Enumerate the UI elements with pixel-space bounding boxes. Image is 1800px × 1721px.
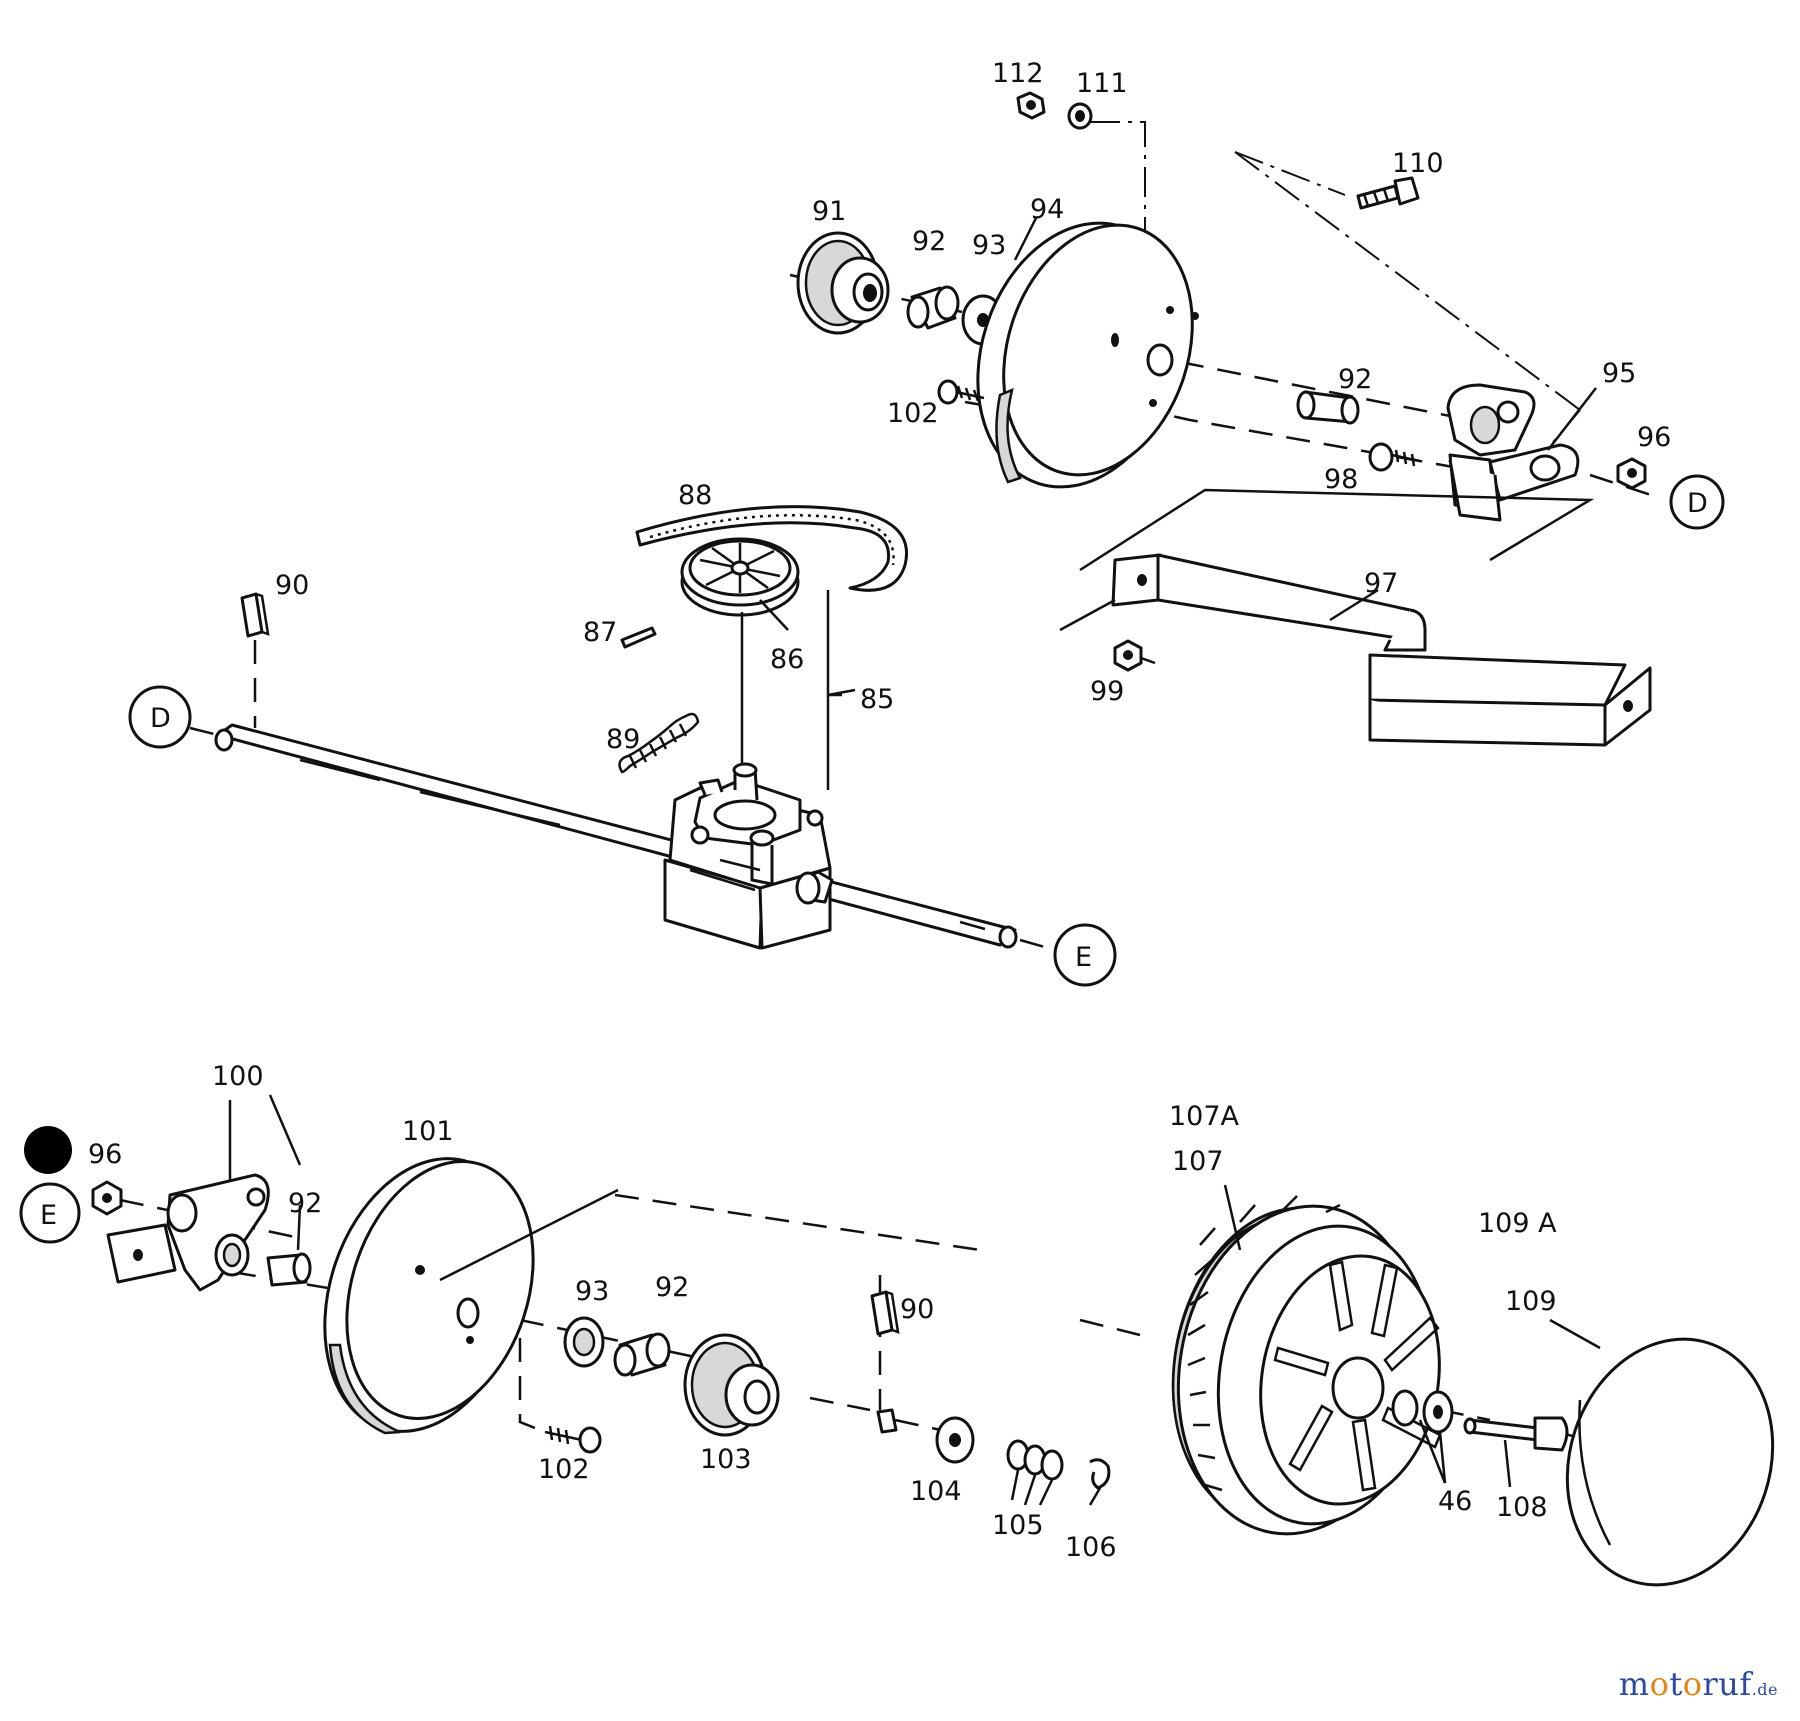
part-87-pin bbox=[620, 626, 657, 649]
part-labels: 112 111 110 91 92 93 94 92 95 96 98 102 … bbox=[40, 58, 1708, 1563]
label-102-lower: 102 bbox=[538, 1454, 590, 1485]
label-91: 91 bbox=[812, 196, 846, 227]
part-112-nut bbox=[1016, 91, 1046, 120]
part-92-bushing-right bbox=[1296, 390, 1360, 425]
label-99: 99 bbox=[1090, 676, 1124, 707]
part-97-axle-bracket-bar bbox=[1059, 488, 1652, 747]
label-97: 97 bbox=[1364, 568, 1398, 599]
watermark-brand-main: motoruf bbox=[1618, 1665, 1752, 1703]
label-86: 86 bbox=[770, 644, 804, 675]
part-98-screw bbox=[1368, 442, 1421, 472]
label-85: 85 bbox=[860, 684, 894, 715]
label-107: 107 bbox=[1172, 1146, 1224, 1177]
part-92-bushing-lower-left bbox=[266, 1252, 312, 1287]
part-92-bushing-upper bbox=[906, 285, 960, 330]
part-90-key-upper bbox=[240, 592, 270, 638]
label-103: 103 bbox=[700, 1444, 752, 1475]
label-d-left: D bbox=[150, 703, 171, 734]
part-109-hubcap bbox=[1565, 1337, 1775, 1587]
label-e-left: E bbox=[40, 1200, 57, 1231]
watermark-logo: motoruf.de bbox=[1619, 1665, 1778, 1703]
part-86-drive-pulley bbox=[680, 537, 800, 617]
label-106: 106 bbox=[1065, 1532, 1117, 1563]
part-101-pulley-disc bbox=[323, 1157, 619, 1435]
label-112: 112 bbox=[992, 58, 1044, 89]
part-111-washer bbox=[1067, 102, 1093, 130]
part-92-bushing-lower bbox=[613, 1332, 671, 1377]
label-108: 108 bbox=[1496, 1492, 1548, 1523]
part-103-sprocket bbox=[683, 1333, 780, 1437]
label-94: 94 bbox=[1030, 194, 1064, 225]
gearbox-shaft-assembly bbox=[128, 505, 1117, 987]
label-109: 109 bbox=[1505, 1286, 1557, 1317]
label-46: 46 bbox=[1438, 1486, 1472, 1517]
label-89: 89 bbox=[606, 724, 640, 755]
leader-lines bbox=[759, 217, 1597, 697]
label-92-lower-left: 92 bbox=[288, 1188, 322, 1219]
part-88-v-belt bbox=[635, 505, 908, 592]
shaft-end bbox=[876, 1408, 898, 1434]
main-drive-shaft bbox=[214, 723, 1018, 949]
upper-right-assembly bbox=[789, 91, 1725, 747]
label-109a: 109 A bbox=[1478, 1208, 1557, 1239]
label-92-right: 92 bbox=[1338, 364, 1372, 395]
lower-wheel-assembly bbox=[19, 1094, 1775, 1587]
part-96-nut-upper bbox=[1616, 457, 1647, 490]
label-87: 87 bbox=[583, 617, 617, 648]
part-107-wheel bbox=[1171, 1195, 1442, 1536]
watermark-brand-tld: .de bbox=[1751, 1680, 1778, 1699]
label-e-middle: E bbox=[1075, 942, 1092, 973]
part-100-bracket bbox=[106, 1100, 270, 1292]
label-105: 105 bbox=[992, 1510, 1044, 1541]
part-93-washer-lower bbox=[563, 1316, 605, 1368]
part-46-washers bbox=[1391, 1389, 1454, 1434]
part-102-screw-lower bbox=[544, 1425, 602, 1454]
marker-d-left bbox=[128, 685, 192, 749]
label-110: 110 bbox=[1392, 148, 1444, 179]
part-94-pulley-disc bbox=[976, 221, 1199, 489]
part-102-screw-upper bbox=[937, 379, 985, 405]
part-89-spring bbox=[618, 712, 700, 774]
label-96-upper: 96 bbox=[1637, 422, 1671, 453]
label-88: 88 bbox=[678, 480, 712, 511]
label-107a: 107A bbox=[1169, 1101, 1240, 1132]
marker-e-left bbox=[19, 1182, 81, 1244]
marker-d-right bbox=[1669, 474, 1725, 530]
label-98: 98 bbox=[1324, 464, 1358, 495]
label-93-lower: 93 bbox=[575, 1276, 609, 1307]
label-100: 100 bbox=[212, 1061, 264, 1092]
label-90-upper: 90 bbox=[275, 570, 309, 601]
label-93-upper: 93 bbox=[972, 230, 1006, 261]
part-104-washer bbox=[935, 1416, 975, 1464]
part-95-bracket bbox=[1446, 383, 1580, 522]
label-92-lower: 92 bbox=[655, 1272, 689, 1303]
part-108-bolt bbox=[1463, 1416, 1569, 1452]
label-90-lower: 90 bbox=[900, 1294, 934, 1325]
label-d-right: D bbox=[1687, 488, 1708, 519]
part-105-washers bbox=[1006, 1439, 1064, 1506]
black-dot-marker bbox=[24, 1126, 72, 1174]
label-111: 111 bbox=[1076, 68, 1128, 99]
label-96-lower: 96 bbox=[88, 1139, 122, 1170]
label-92-upper: 92 bbox=[912, 226, 946, 257]
marker-e-middle bbox=[1053, 923, 1117, 987]
part-106-clip bbox=[1089, 1458, 1111, 1490]
label-95: 95 bbox=[1602, 358, 1636, 389]
part-96-nut-lower bbox=[91, 1180, 123, 1216]
label-101: 101 bbox=[402, 1116, 454, 1147]
gearbox-housing bbox=[663, 762, 834, 950]
label-102-upper: 102 bbox=[887, 398, 939, 429]
part-90-key-lower bbox=[870, 1290, 900, 1336]
part-110-bolt bbox=[1356, 176, 1420, 210]
part-99-nut bbox=[1113, 639, 1156, 672]
part-91-sprocket bbox=[796, 231, 890, 335]
label-104: 104 bbox=[910, 1476, 962, 1507]
